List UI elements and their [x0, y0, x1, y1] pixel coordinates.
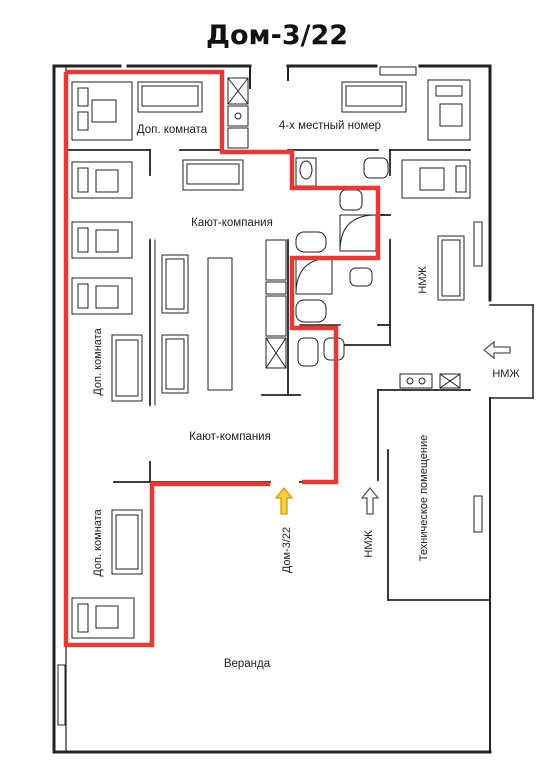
room-labels: Доп. комната 4-х местный номер Кают-комп…: [92, 120, 520, 670]
windows: [57, 66, 483, 726]
label-common-upper: Кают-компания: [191, 217, 273, 229]
label-common-lower: Кают-компания: [189, 431, 271, 443]
plan-title: Дом-3/22: [206, 20, 348, 51]
label-extra-room-bottom: Доп. комната: [92, 508, 104, 576]
bed-5: [71, 597, 135, 639]
bathroom-fixtures: [295, 157, 389, 367]
bed-4: [71, 277, 133, 315]
unit-boundary: [63, 69, 381, 648]
sofa-3: [341, 81, 407, 113]
bed-2: [71, 161, 133, 199]
beds: [71, 79, 471, 639]
label-extra-room-left: Доп. комната: [92, 327, 104, 395]
nmzh-outer-arrow: [482, 340, 511, 360]
sofa-5: [161, 334, 189, 394]
label-nmzh-outer: НМЖ: [492, 368, 519, 380]
main-entrance-arrow: [274, 486, 294, 515]
label-nmzh-entrance: НМЖ: [363, 530, 375, 557]
sofa-7: [111, 509, 143, 575]
sofa-2: [182, 159, 244, 191]
label-extra-room-top: Доп. комната: [137, 124, 208, 136]
nmzh-entrance-arrow: [360, 486, 380, 515]
sofa-1: [137, 81, 203, 113]
label-nmzh-room: НМЖ: [417, 266, 429, 293]
bed-7: [401, 159, 471, 199]
kitchen-units: [227, 77, 461, 389]
sofa-8: [437, 235, 465, 301]
label-technical: Техническое помещение: [418, 435, 430, 561]
sofas: [111, 81, 465, 575]
label-veranda: Веранда: [224, 658, 271, 670]
bed-3: [71, 221, 133, 259]
bed-6: [427, 79, 471, 141]
dining-table: [207, 257, 233, 391]
label-main-entrance: Дом-3/22: [281, 527, 293, 573]
entrance-arrows: [274, 340, 511, 515]
sofa-6: [111, 334, 143, 402]
bed-1: [71, 81, 133, 141]
label-four-bed: 4-х местный номер: [279, 120, 381, 132]
sofa-4: [161, 254, 189, 314]
